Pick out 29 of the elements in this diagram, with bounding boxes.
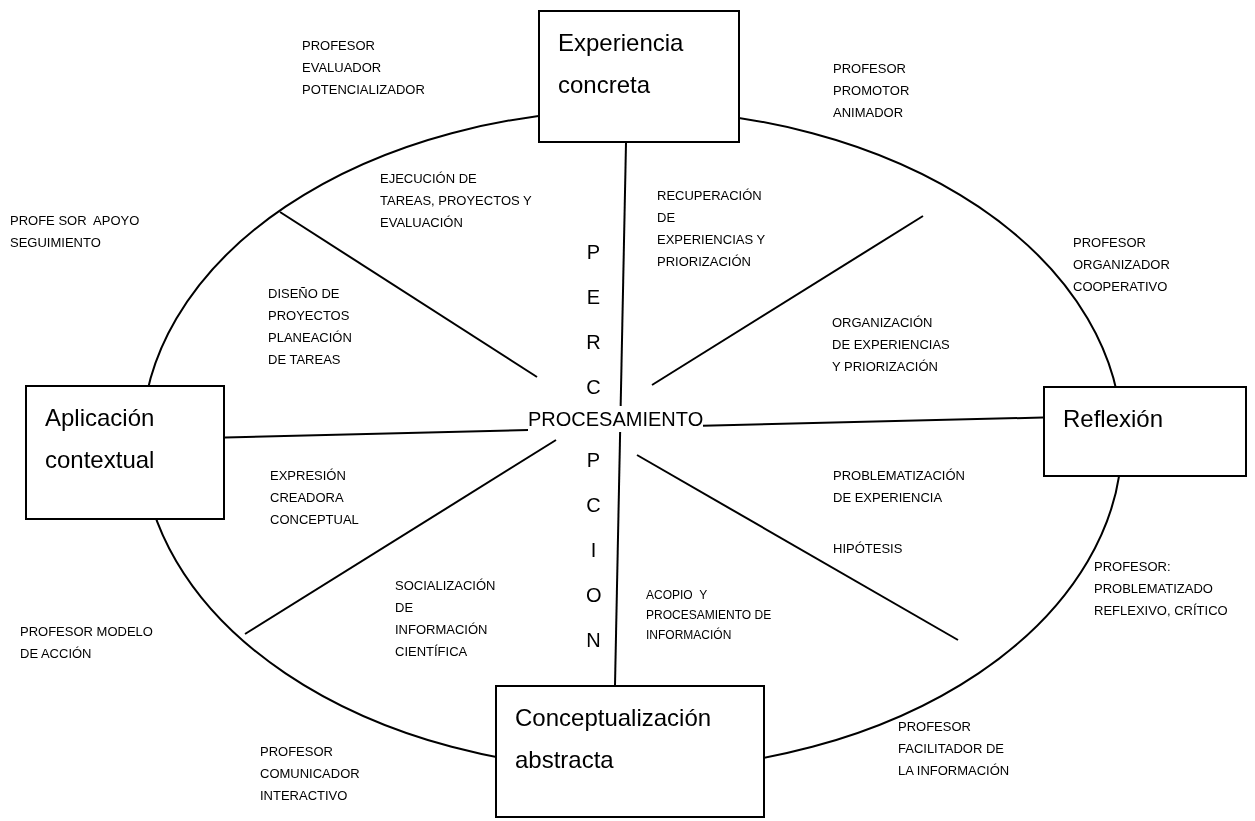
phase-text: ACOPIO Y PROCESAMIENTO DE INFORMACIÓN — [646, 587, 772, 644]
connector-line — [614, 142, 627, 686]
role-text: PROFESOR PROMOTOR ANIMADOR — [833, 60, 910, 122]
stage-title: Reflexión — [1063, 404, 1165, 434]
vertical-text: PERC — [586, 240, 601, 400]
stage-box — [25, 385, 225, 520]
vertical-text: PCION — [586, 448, 601, 653]
phase-text: HIPÓTESIS — [833, 540, 903, 558]
stage-box — [538, 10, 740, 143]
role-text: PROFESOR: PROBLEMATIZADO REFLEXIVO, CRÍTICO — [1094, 558, 1228, 620]
stage-box — [1043, 386, 1247, 477]
stage-title: Aplicación contextual — [45, 403, 156, 475]
stage-title: Conceptualización abstracta — [515, 703, 713, 775]
stage-title: Experiencia concreta — [558, 28, 685, 100]
phase-text: EJECUCIÓN DE TAREAS, PROYECTOS Y EVALUACIÓN — [380, 170, 532, 232]
role-text: PROFESOR ORGANIZADOR COOPERATIVO — [1073, 234, 1170, 296]
phase-text: EXPRESIÓN CREADORA CONCEPTUAL — [270, 467, 359, 529]
role-text: PROFE SOR APOYO SEGUIMIENTO — [10, 212, 140, 252]
role-text: PROFESOR FACILITADOR DE LA INFORMACIÓN — [898, 718, 1010, 780]
phase-text: PROBLEMATIZACIÓN DE EXPERIENCIA — [833, 467, 965, 507]
role-text: PROFESOR COMUNICADOR INTERACTIVO — [260, 743, 360, 805]
stage-box — [495, 685, 765, 818]
center-heading: PROCESAMIENTO — [528, 406, 704, 432]
phase-text: DISEÑO DE PROYECTOS PLANEACIÓN DE TAREAS — [268, 285, 352, 369]
phase-text: ORGANIZACIÓN DE EXPERIENCIAS Y PRIORIZACIÓN — [832, 314, 950, 376]
phase-text: RECUPERACIÓN DE EXPERIENCIAS Y PRIORIZACIÓN — [657, 187, 766, 271]
role-text: PROFESOR MODELO DE ACCIÓN — [20, 623, 153, 663]
phase-text: SOCIALIZACIÓN DE INFORMACIÓN CIENTÍFICA — [395, 577, 496, 661]
role-text: PROFESOR EVALUADOR POTENCIALIZADOR — [302, 37, 425, 99]
